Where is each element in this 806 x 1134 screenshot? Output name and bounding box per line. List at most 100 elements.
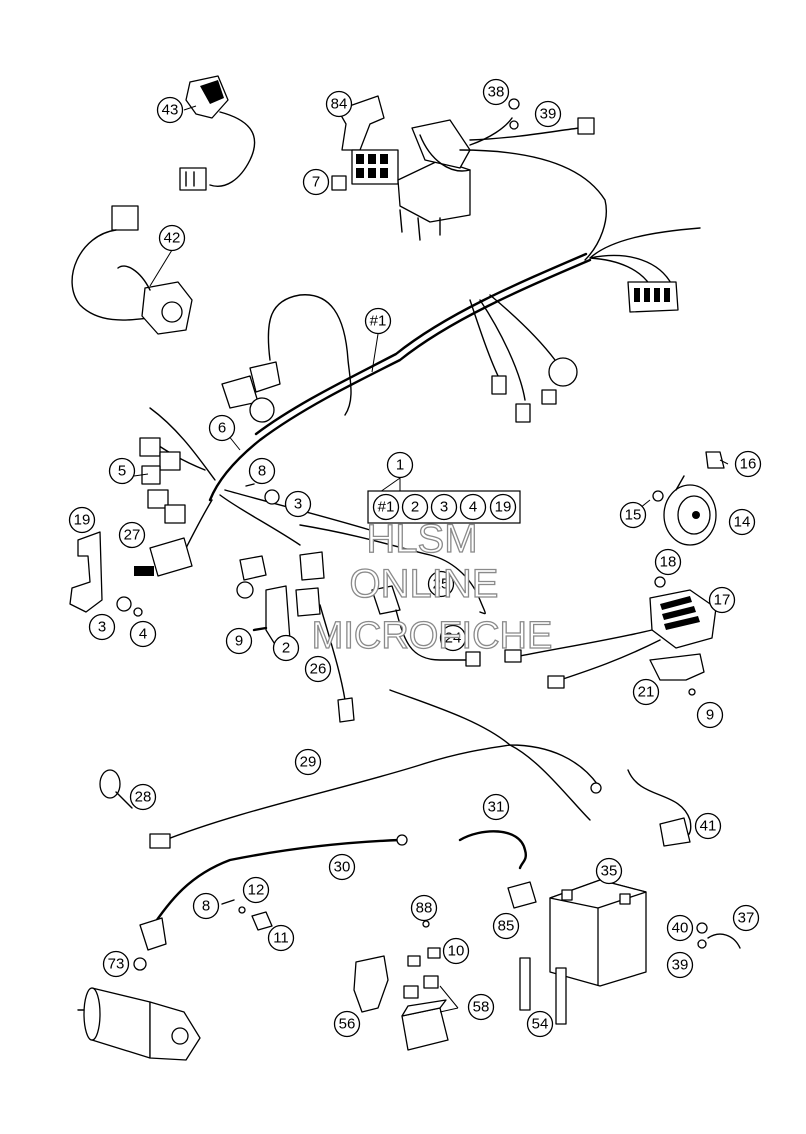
callout-10[interactable]: 10 — [442, 937, 470, 965]
bolt-15 — [652, 490, 664, 502]
nut-4 — [133, 607, 143, 617]
callout-21[interactable]: 21 — [632, 678, 660, 706]
callout-84[interactable]: 84 — [325, 90, 353, 118]
callout-11[interactable]: 11 — [267, 924, 295, 952]
callout-58[interactable]: 58 — [467, 993, 495, 1021]
screw-88 — [422, 920, 430, 928]
callout-24[interactable]: 24 — [439, 624, 467, 652]
callout-9-left[interactable]: 9 — [225, 627, 253, 655]
svg-text:18: 18 — [660, 554, 677, 571]
svg-text:73: 73 — [108, 956, 125, 973]
starter-relay — [401, 999, 449, 1051]
callout-5[interactable]: 5 — [108, 457, 136, 485]
svg-text:8: 8 — [202, 898, 210, 915]
callout-27[interactable]: 27 — [118, 521, 146, 549]
strap-54a — [519, 957, 531, 1011]
callout-19[interactable]: 19 — [68, 506, 96, 534]
callout-26[interactable]: 26 — [304, 655, 332, 683]
svg-text:6: 6 — [218, 420, 226, 437]
callout-42[interactable]: 42 — [158, 224, 186, 252]
wire-to-39 — [469, 127, 581, 141]
callout-41[interactable]: 41 — [694, 812, 722, 840]
callout-54[interactable]: 54 — [526, 1010, 554, 1038]
branch-wire-a — [469, 299, 501, 381]
callout-73[interactable]: 73 — [102, 950, 130, 978]
callout-56[interactable]: 56 — [333, 1010, 361, 1038]
ground-cable-31 — [458, 830, 527, 870]
svg-text:26: 26 — [310, 661, 327, 678]
bolt-40 — [696, 922, 708, 934]
fuse-box — [351, 119, 471, 241]
strap-54b — [555, 967, 567, 1025]
callout-88[interactable]: 88 — [410, 894, 438, 922]
svg-text:29: 29 — [300, 754, 317, 771]
callout-29[interactable]: 29 — [294, 748, 322, 776]
callout-16[interactable]: 16 — [734, 450, 762, 478]
svg-text:85: 85 — [498, 918, 515, 935]
callout-3-lower[interactable]: 3 — [88, 613, 116, 641]
callout-28[interactable]: 28 — [129, 783, 157, 811]
connector-branch-c — [541, 389, 557, 405]
watermark: HLSM ONLINE MICROFICHE — [311, 516, 553, 657]
svg-text:14: 14 — [734, 514, 751, 531]
cable-boot-30 — [139, 917, 167, 951]
callout-7[interactable]: 7 — [302, 168, 330, 196]
callout-15[interactable]: 15 — [619, 501, 647, 529]
callout-37[interactable]: 37 — [732, 904, 760, 932]
callout-group-4[interactable]: 4 — [459, 493, 487, 521]
callout-30[interactable]: 30 — [328, 853, 356, 881]
washer-39-right — [697, 939, 707, 949]
main-harness-trunk-b — [254, 252, 588, 436]
wire-to-38 — [469, 117, 513, 146]
svg-text:2: 2 — [411, 499, 419, 516]
cable-tie-28 — [99, 769, 121, 799]
callout-39-top[interactable]: 39 — [534, 100, 562, 128]
callout-group-19[interactable]: 19 — [489, 493, 517, 521]
harness-29-branch — [389, 689, 599, 786]
callout-38[interactable]: 38 — [482, 78, 510, 106]
handlebar-switch-right — [179, 75, 256, 191]
battery-cable-30 — [148, 838, 402, 932]
watermark-line-3: MICROFICHE — [312, 615, 553, 657]
callout-group-2[interactable]: 2 — [401, 493, 429, 521]
svg-text:1: 1 — [396, 457, 404, 474]
terminal-30 — [396, 834, 408, 846]
callout-85[interactable]: 85 — [492, 912, 520, 940]
callout-12[interactable]: 12 — [242, 876, 270, 904]
callout-2[interactable]: 2 — [272, 634, 300, 662]
callout-harness-1[interactable]: #1 — [364, 307, 392, 335]
svg-text:56: 56 — [339, 1016, 356, 1033]
callout-14[interactable]: 14 — [728, 508, 756, 536]
callout-9-right[interactable]: 9 — [696, 701, 724, 729]
callout-4[interactable]: 4 — [129, 620, 157, 648]
callout-3-upper[interactable]: 3 — [284, 490, 312, 518]
connector-24 — [465, 651, 481, 667]
svg-text:19: 19 — [74, 512, 91, 529]
svg-text:9: 9 — [706, 707, 714, 724]
terminal-29 — [590, 782, 602, 794]
horn — [663, 475, 717, 546]
callout-43[interactable]: 43 — [156, 96, 184, 124]
washer-12 — [238, 906, 246, 914]
callout-6[interactable]: 6 — [208, 414, 236, 442]
callout-31[interactable]: 31 — [482, 793, 510, 821]
callout-group-3[interactable]: 3 — [430, 493, 458, 521]
cable-tie-28-tail — [115, 791, 133, 809]
callout-35[interactable]: 35 — [595, 857, 623, 885]
callout-8-upper[interactable]: 8 — [248, 457, 276, 485]
svg-text:39: 39 — [540, 106, 557, 123]
svg-text:#1: #1 — [370, 313, 387, 330]
connector-branch-a — [491, 375, 507, 395]
callout-1[interactable]: 1 — [386, 451, 414, 479]
screw-9 — [252, 626, 268, 632]
handlebar-switch-left — [71, 205, 193, 335]
callout-25[interactable]: 25 — [427, 570, 455, 598]
callout-17[interactable]: 17 — [708, 586, 736, 614]
callout-39-bottom[interactable]: 39 — [666, 951, 694, 979]
callout-18[interactable]: 18 — [654, 548, 682, 576]
callout-40[interactable]: 40 — [666, 914, 694, 942]
callout-8-lower[interactable]: 8 — [192, 892, 220, 920]
svg-text:11: 11 — [273, 930, 289, 947]
callout-group-1[interactable]: #1 — [372, 493, 400, 521]
